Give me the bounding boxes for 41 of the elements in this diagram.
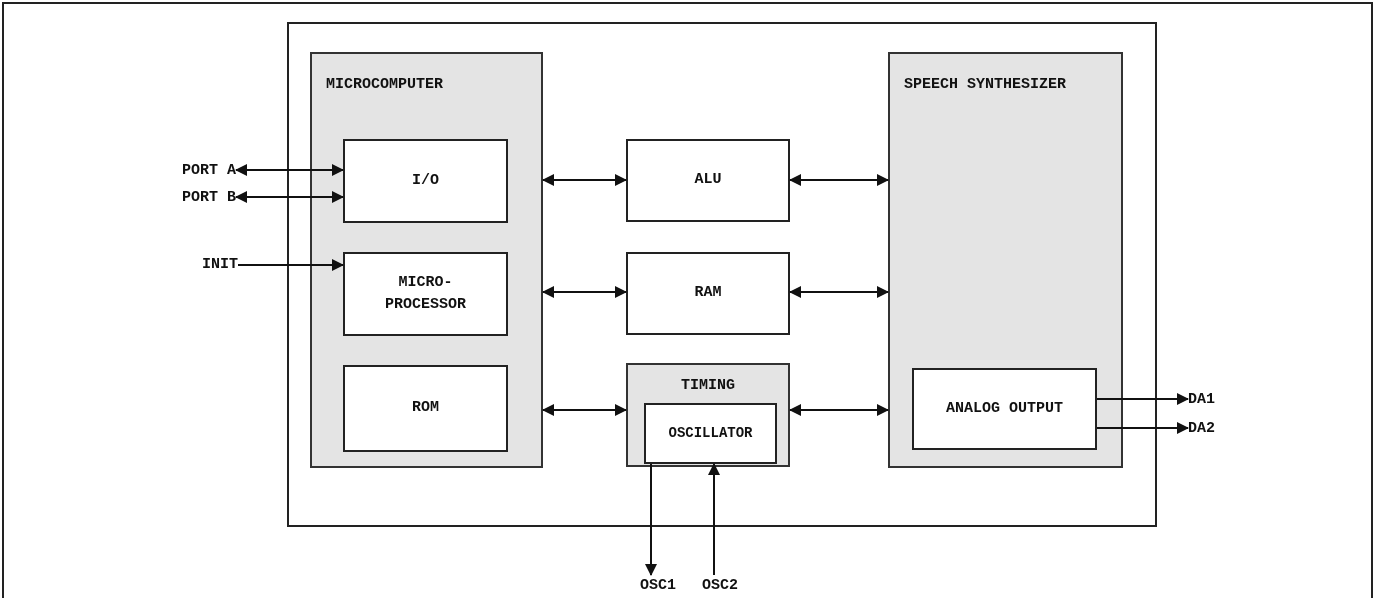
block-box — [343, 139, 508, 223]
block-box — [626, 252, 790, 335]
node-text: PORT B — [182, 187, 236, 208]
arrow — [542, 286, 627, 298]
arrow — [789, 286, 889, 298]
node-text: MICROCOMPUTER — [326, 75, 444, 95]
node-text: PORT A — [182, 160, 236, 181]
arrow — [542, 174, 627, 186]
arrow — [645, 463, 657, 576]
node-text: OSC1 — [640, 575, 676, 596]
node-text: DA1 — [1188, 389, 1215, 410]
block-box — [343, 252, 508, 336]
node-text: RAM — [694, 283, 722, 304]
block-box — [626, 139, 790, 222]
node-text: INIT — [202, 254, 238, 275]
node-text: DA2 — [1188, 418, 1215, 439]
module-box — [626, 363, 790, 467]
arrow — [789, 174, 889, 186]
arrow — [789, 404, 889, 416]
arrow — [1096, 422, 1189, 434]
arrow — [235, 191, 344, 203]
node-text: OSC2 — [702, 575, 738, 596]
node-text: ANALOG OUTPUT — [946, 398, 1063, 419]
arrow — [708, 463, 720, 576]
block-box — [912, 368, 1097, 450]
module-box — [310, 52, 543, 468]
module-box — [888, 52, 1123, 468]
chip-outline — [287, 22, 1157, 527]
node-text: ALU — [694, 170, 722, 191]
arrow — [542, 404, 627, 416]
arrow — [237, 259, 344, 271]
node-text: TIMING — [681, 376, 735, 396]
node-text: OSCILLATOR — [668, 424, 753, 443]
node-text: MICRO- PROCESSOR — [384, 272, 467, 315]
arrow — [1096, 393, 1189, 405]
node-text: ROM — [412, 398, 439, 419]
node-text: SPEECH SYNTHESIZER — [904, 75, 1067, 95]
node-text: I/O — [412, 170, 439, 191]
arrow — [235, 164, 344, 176]
block-box — [343, 365, 508, 452]
block-box — [644, 403, 777, 464]
